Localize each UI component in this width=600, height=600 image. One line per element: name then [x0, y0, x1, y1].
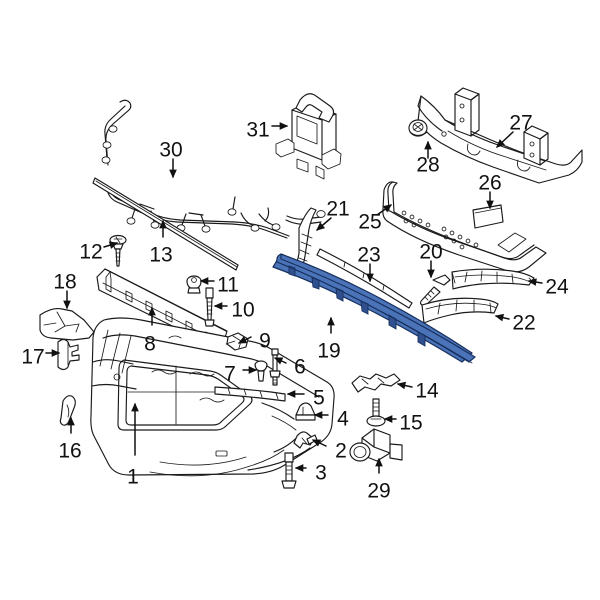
leader-arrowhead: [67, 416, 75, 426]
part-3-hex-flange-bolt: [281, 452, 297, 489]
leader-arrowhead: [494, 313, 505, 322]
callout-label-11[interactable]: 11: [217, 274, 239, 297]
part-24-lower-grille-right: [451, 268, 535, 290]
part-26-reinforcement-plate: [472, 204, 504, 229]
part-1-bumper-cover: [90, 317, 335, 477]
callout-label-9[interactable]: 9: [259, 330, 271, 353]
callout-label-13[interactable]: 13: [149, 244, 172, 267]
leader-arrowhead: [313, 411, 323, 419]
callout-label-20[interactable]: 20: [419, 241, 442, 264]
part-29-parking-assist-sensor: [349, 428, 403, 462]
leader-arrowhead: [286, 390, 296, 398]
callout-label-17[interactable]: 17: [21, 346, 44, 369]
callout-label-15[interactable]: 15: [399, 412, 422, 435]
leader-arrowhead: [316, 222, 326, 231]
part-19-front-bumper-valance-spoiler: [272, 253, 476, 364]
leader-arrowhead: [327, 316, 335, 326]
leader-arrowhead: [51, 349, 61, 357]
leader-arrowhead: [527, 278, 537, 286]
callout-label-10[interactable]: 10: [231, 299, 254, 322]
leader-arrowhead: [396, 381, 406, 390]
leader-arrowhead: [375, 457, 383, 467]
callout-label-19[interactable]: 19: [317, 340, 340, 363]
part-11-cap-nut: [186, 275, 202, 294]
callout-label-18[interactable]: 18: [53, 271, 76, 294]
part-16-tow-hook-cover-clip: [59, 395, 76, 426]
leader-arrowhead: [294, 464, 304, 472]
part-18-side-bracket-left: [39, 308, 95, 341]
leader-arrowhead: [279, 122, 289, 130]
leader-arrowhead: [486, 200, 494, 210]
part-23-upper-trim-molding: [316, 248, 413, 309]
part-17-side-retainer-clip: [57, 338, 80, 371]
leader-arrowhead: [169, 169, 177, 179]
part-27-bumper-reinforcement-beam: [417, 87, 583, 184]
part-30-bumper-wiring-harness: [101, 99, 326, 239]
callout-label-29[interactable]: 29: [367, 480, 390, 503]
callout-label-22[interactable]: 22: [512, 312, 535, 335]
part-4-push-nut-retainer: [295, 402, 316, 421]
leader-arrowhead: [383, 415, 393, 423]
leader-arrowhead: [496, 139, 505, 148]
leader-arrowhead: [63, 300, 71, 310]
callout-label-3[interactable]: 3: [315, 462, 327, 485]
callout-label-8[interactable]: 8: [144, 333, 156, 356]
callout-label-1[interactable]: 1: [127, 466, 139, 489]
callout-label-27[interactable]: 27: [509, 112, 532, 135]
callout-label-31[interactable]: 31: [246, 119, 269, 142]
callout-label-16[interactable]: 16: [58, 440, 81, 463]
leader-arrowhead: [427, 269, 435, 279]
leader-arrowhead: [148, 306, 156, 316]
leader-arrowhead: [213, 302, 223, 310]
leader-arrowhead: [248, 366, 258, 374]
callout-leader-lines: [45, 122, 543, 474]
part-12-torx-flange-bolt: [109, 234, 127, 267]
callout-label-4[interactable]: 4: [337, 408, 349, 431]
callout-label-26[interactable]: 26: [478, 172, 501, 195]
leader-arrowhead: [382, 204, 392, 213]
part-31-distance-sensor-module: [275, 93, 342, 180]
part-22-lower-grille-left: [421, 297, 499, 324]
callout-label-6[interactable]: 6: [294, 356, 306, 379]
callout-label-24[interactable]: 24: [545, 276, 569, 299]
leader-arrowhead: [311, 439, 322, 447]
part-15-tapping-screw: [366, 398, 386, 427]
leader-arrowhead: [366, 273, 374, 283]
leader-arrowhead: [273, 357, 284, 365]
leader-arrowhead: [237, 336, 248, 344]
part-13-long-molding-strip: [92, 177, 239, 271]
part-10-long-stud-bolt: [204, 287, 215, 327]
part-25-bumper-impact-bar: [382, 181, 547, 273]
part-14-reinforcement-bracket: [351, 373, 401, 393]
leader-arrowhead: [131, 402, 139, 412]
leader-arrowhead: [159, 219, 167, 229]
callout-label-12[interactable]: 12: [79, 241, 102, 264]
part-5-lower-trim-strip: [214, 386, 286, 402]
callout-label-23[interactable]: 23: [357, 244, 380, 267]
leader-arrowhead: [108, 241, 119, 249]
callout-label-7[interactable]: 7: [224, 363, 236, 386]
callout-label-21[interactable]: 21: [326, 198, 349, 221]
callout-label-25[interactable]: 25: [358, 211, 381, 234]
leader-arrowhead: [199, 277, 209, 285]
part-20-flange-bolt: [419, 274, 451, 307]
part-28-crush-nut: [408, 119, 428, 137]
part-7-push-pin-rivet: [254, 360, 268, 382]
callout-label-14[interactable]: 14: [415, 380, 439, 403]
callout-label-2[interactable]: 2: [335, 440, 347, 463]
callout-label-5[interactable]: 5: [313, 387, 325, 410]
callout-label-30[interactable]: 30: [159, 139, 182, 162]
callout-label-28[interactable]: 28: [416, 154, 439, 177]
leader-arrowhead: [424, 140, 432, 150]
